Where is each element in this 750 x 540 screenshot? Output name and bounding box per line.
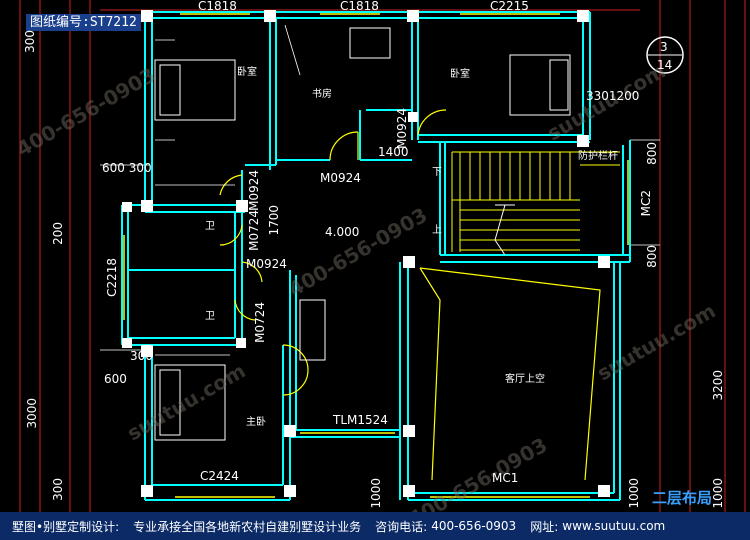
dimension-label: 3301200 bbox=[586, 89, 640, 103]
footer-site-link[interactable]: www.suutuu.com bbox=[562, 519, 666, 533]
footer-bar: 墅图•别墅定制设计: 专业承接全国各地新农村自建别墅设计业务 咨询电话: 400… bbox=[0, 512, 750, 540]
dimension-label: 1000 bbox=[627, 478, 641, 509]
dimension-label: 3000 bbox=[25, 398, 39, 429]
room-label-master: 主卧 bbox=[246, 417, 266, 428]
door-label: TLM1524 bbox=[333, 413, 388, 427]
room-label-bedroom-right: 卧室 bbox=[450, 69, 470, 80]
footer-phone: 400-656-0903 bbox=[431, 519, 517, 533]
dimension-label: 200 bbox=[51, 222, 65, 245]
room-label-living-void: 客厅上空 bbox=[505, 374, 545, 385]
dimension-label: 800 bbox=[645, 142, 659, 165]
door-label: MC1 bbox=[492, 471, 519, 485]
dimension-label: 3200 bbox=[711, 370, 725, 401]
section-marker-bottom: 14 bbox=[657, 58, 673, 72]
footer-company: 墅图•别墅定制设计: bbox=[12, 519, 120, 534]
dimension-label: 800 bbox=[645, 245, 659, 268]
window-label: C2215 bbox=[490, 0, 529, 13]
dimension-label: 300 bbox=[51, 478, 65, 501]
section-marker-top: 3 bbox=[660, 40, 668, 54]
door-label: M0724 bbox=[253, 302, 267, 343]
room-label-bedroom-left: 卧室 bbox=[237, 67, 257, 78]
room-label-bath-1: 卫 bbox=[205, 221, 215, 232]
window-label: C2218 bbox=[105, 258, 119, 297]
dimension-label: 1700 bbox=[267, 205, 281, 236]
window-label: C2424 bbox=[200, 469, 239, 483]
dimension-label: 1000 bbox=[369, 478, 383, 509]
dimension-label: 1000 bbox=[711, 478, 725, 509]
door-label: MC2 bbox=[639, 190, 653, 217]
window-label: C1818 bbox=[340, 0, 379, 13]
door-label: M0924 bbox=[247, 170, 261, 211]
door-label: M0724 bbox=[247, 210, 261, 251]
footer-service: 专业承接全国各地新农村自建别墅设计业务 bbox=[133, 519, 362, 534]
dimension-label: 600 300 bbox=[102, 161, 152, 175]
dimension-label: 600 bbox=[104, 372, 127, 386]
door-label: M0924 bbox=[395, 108, 409, 149]
window-label: C1818 bbox=[198, 0, 237, 13]
footer-phone-label: 咨询电话: bbox=[375, 519, 428, 534]
stair-down-label: 下 bbox=[432, 167, 442, 178]
stair-up-label: 上 bbox=[432, 225, 442, 236]
room-label-study: 书房 bbox=[312, 89, 332, 100]
door-label: M0924 bbox=[246, 257, 287, 271]
elevation-label: 4.000 bbox=[325, 225, 360, 239]
footer-site-label: 网址: bbox=[530, 519, 559, 534]
room-label-bath-2: 卫 bbox=[205, 311, 215, 322]
railing-label: 防护栏杆 bbox=[578, 151, 618, 162]
door-label: M0924 bbox=[320, 171, 361, 185]
drawing-number: 图纸编号:ST7212 bbox=[26, 14, 141, 31]
dimension-label: 300 bbox=[130, 349, 153, 363]
floor-title: 二层布局 bbox=[652, 489, 713, 507]
dimension-label: 1400 bbox=[378, 145, 409, 159]
dimension-label: 300 bbox=[23, 30, 37, 53]
